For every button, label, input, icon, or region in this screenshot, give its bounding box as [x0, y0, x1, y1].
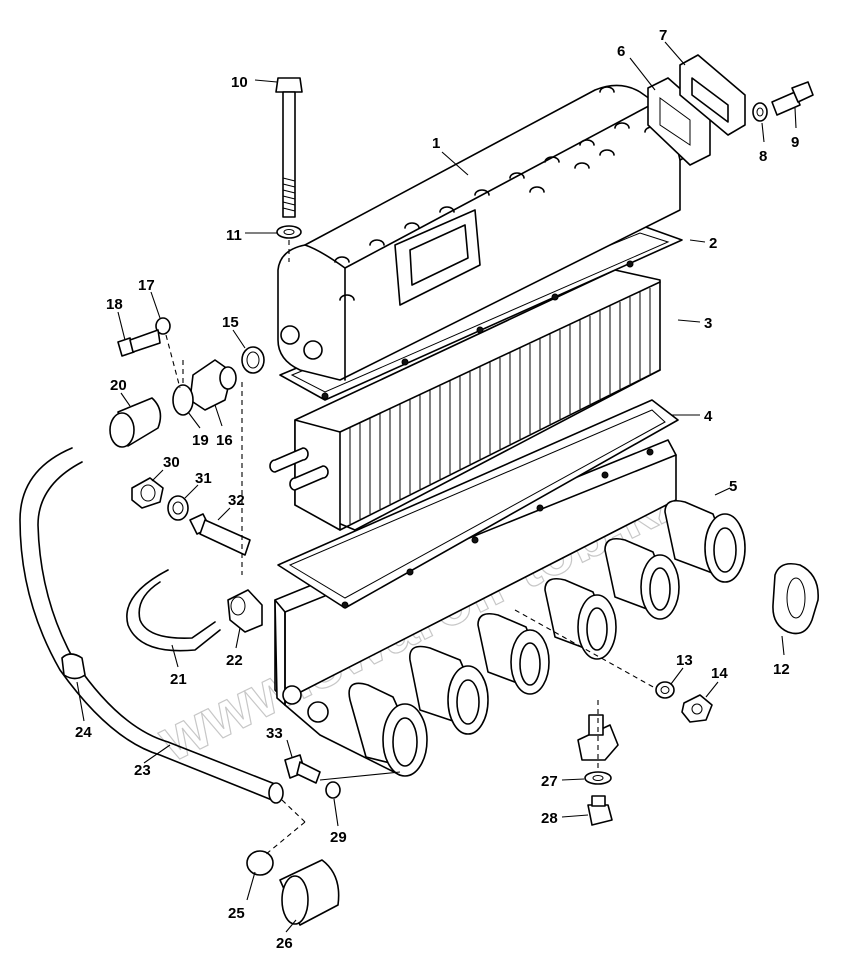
washer-11 — [276, 225, 302, 239]
callout-13: 13 — [676, 652, 693, 669]
callout-20: 20 — [110, 377, 127, 394]
clamp-25 — [246, 850, 274, 876]
callout-15: 15 — [222, 314, 239, 331]
manifold-port — [409, 645, 489, 735]
callout-17: 17 — [138, 277, 155, 294]
manifold-port — [544, 577, 617, 660]
bolt-14 — [681, 694, 713, 723]
callout-26: 26 — [276, 935, 293, 952]
washer-31 — [167, 495, 189, 521]
intake-manifold — [274, 439, 746, 777]
callout-4: 4 — [704, 408, 713, 425]
callout-14: 14 — [711, 665, 728, 682]
clamp-19 — [172, 384, 194, 416]
washer-27 — [584, 771, 612, 785]
callout-28: 28 — [541, 810, 558, 827]
clamp-24 — [61, 653, 86, 680]
callout-7: 7 — [659, 27, 667, 44]
leader-lines — [76, 41, 797, 933]
hose-sleeve-20 — [109, 397, 162, 448]
drain-valve — [577, 714, 619, 761]
callout-12: 12 — [773, 661, 790, 678]
hose-23 — [19, 447, 273, 801]
long-bolt-10 — [275, 77, 303, 218]
washer-29 — [325, 781, 341, 799]
callout-29: 29 — [330, 829, 347, 846]
callout-24: 24 — [75, 724, 92, 741]
washer-13 — [655, 681, 675, 699]
callout-33: 33 — [266, 725, 283, 742]
plug-28 — [587, 795, 613, 826]
elbow-16 — [189, 359, 237, 411]
callout-27: 27 — [541, 773, 558, 790]
washer-8 — [752, 102, 768, 122]
flange-gasket — [647, 77, 711, 166]
port-gasket-12 — [772, 562, 819, 635]
callout-30: 30 — [163, 454, 180, 471]
callout-labels: 1 2 3 4 5 6 7 8 9 10 11 12 13 14 15 16 1… — [75, 27, 799, 952]
manifold-port — [664, 499, 746, 583]
alignment-lines — [165, 240, 656, 856]
bolt-9 — [771, 81, 814, 116]
plug-30 — [131, 477, 164, 509]
callout-32: 32 — [228, 492, 245, 509]
lower-gasket — [277, 399, 679, 609]
callout-19: 19 — [192, 432, 209, 449]
callout-11: 11 — [226, 227, 242, 244]
manifold-port — [604, 537, 680, 620]
callout-10: 10 — [231, 74, 248, 91]
callout-5: 5 — [729, 478, 737, 495]
callout-2: 2 — [709, 235, 717, 252]
callout-1: 1 — [432, 135, 440, 152]
callout-22: 22 — [226, 652, 243, 669]
cooler-housing — [277, 84, 701, 381]
callout-16: 16 — [216, 432, 233, 449]
callout-23: 23 — [134, 762, 151, 779]
hose-21 — [126, 569, 221, 652]
callout-8: 8 — [759, 148, 767, 165]
outlet-flange — [679, 54, 746, 136]
callout-9: 9 — [791, 134, 799, 151]
hose-sleeve-26 — [279, 859, 340, 926]
manifold-port — [348, 682, 428, 777]
elbow-22 — [227, 589, 263, 633]
callout-18: 18 — [106, 296, 123, 313]
callout-3: 3 — [704, 315, 712, 332]
bolt-18 — [117, 329, 161, 357]
callout-21: 21 — [170, 671, 187, 688]
bolt-33 — [284, 754, 321, 784]
bolt-32 — [189, 513, 251, 556]
callout-6: 6 — [617, 43, 625, 60]
washer-17 — [155, 317, 171, 335]
callout-25: 25 — [228, 905, 245, 922]
callout-31: 31 — [195, 470, 212, 487]
manifold-port — [477, 612, 550, 695]
oring-15 — [241, 346, 265, 374]
cooler-core — [269, 269, 661, 531]
